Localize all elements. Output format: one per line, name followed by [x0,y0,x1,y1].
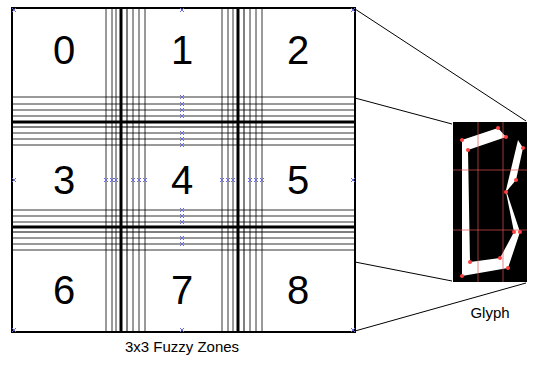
zone-number: 4 [168,158,196,202]
zone-cell: 8 [284,268,312,312]
fuzzy-marker [12,8,16,12]
fuzzy-marker [110,178,114,182]
fuzzy-marker [104,178,108,182]
fuzzy-marker [180,242,184,246]
fuzzy-marker [180,214,184,218]
glyph-label: Glyph [470,304,509,321]
fuzzy-marker [180,95,184,99]
zone-cell: 4 [168,158,196,202]
zone-cell: 7 [168,268,196,312]
fuzzy-marker [180,8,184,12]
fuzzy-marker [351,328,355,332]
fuzzy-marker [180,236,184,240]
fuzzy-marker [180,114,184,118]
fuzzy-marker [180,328,184,332]
fuzzy-marker [12,328,16,332]
figure-caption: 3x3 Fuzzy Zones [125,338,239,355]
fuzzy-marker [254,178,258,182]
fuzzy-marker [351,178,355,182]
fuzzy-marker [137,178,141,182]
zone-number: 8 [284,268,312,312]
zone-number: 6 [50,268,78,312]
fuzzy-marker [180,137,184,141]
zone-number: 1 [168,28,196,72]
fuzzy-marker [248,178,252,182]
zone-number: 0 [50,28,78,72]
fuzzy-marker [180,108,184,112]
fuzzy-marker [351,8,355,12]
fuzzy-marker [114,178,118,182]
zone-cell: 1 [168,28,196,72]
zone-number: 5 [284,158,312,202]
fuzzy-marker [180,208,184,212]
zone-cell: 0 [50,28,78,72]
zone-cell: 5 [284,158,312,202]
fuzzy-marker [260,178,264,182]
fuzzy-marker [131,178,135,182]
zone-cell: 2 [284,28,312,72]
fuzzy-marker [180,131,184,135]
fuzzy-marker [180,220,184,224]
fuzzy-marker [180,143,184,147]
zone-number: 2 [284,28,312,72]
fuzzy-marker [143,178,147,182]
zone-cell: 3 [50,158,78,202]
zone-number: 7 [168,268,196,312]
fuzzy-marker [231,178,235,182]
zone-cell: 6 [50,268,78,312]
zone-number: 3 [50,158,78,202]
fuzzy-marker [12,178,16,182]
fuzzy-marker [180,102,184,106]
fuzzy-marker [220,178,224,182]
fuzzy-marker [226,178,230,182]
